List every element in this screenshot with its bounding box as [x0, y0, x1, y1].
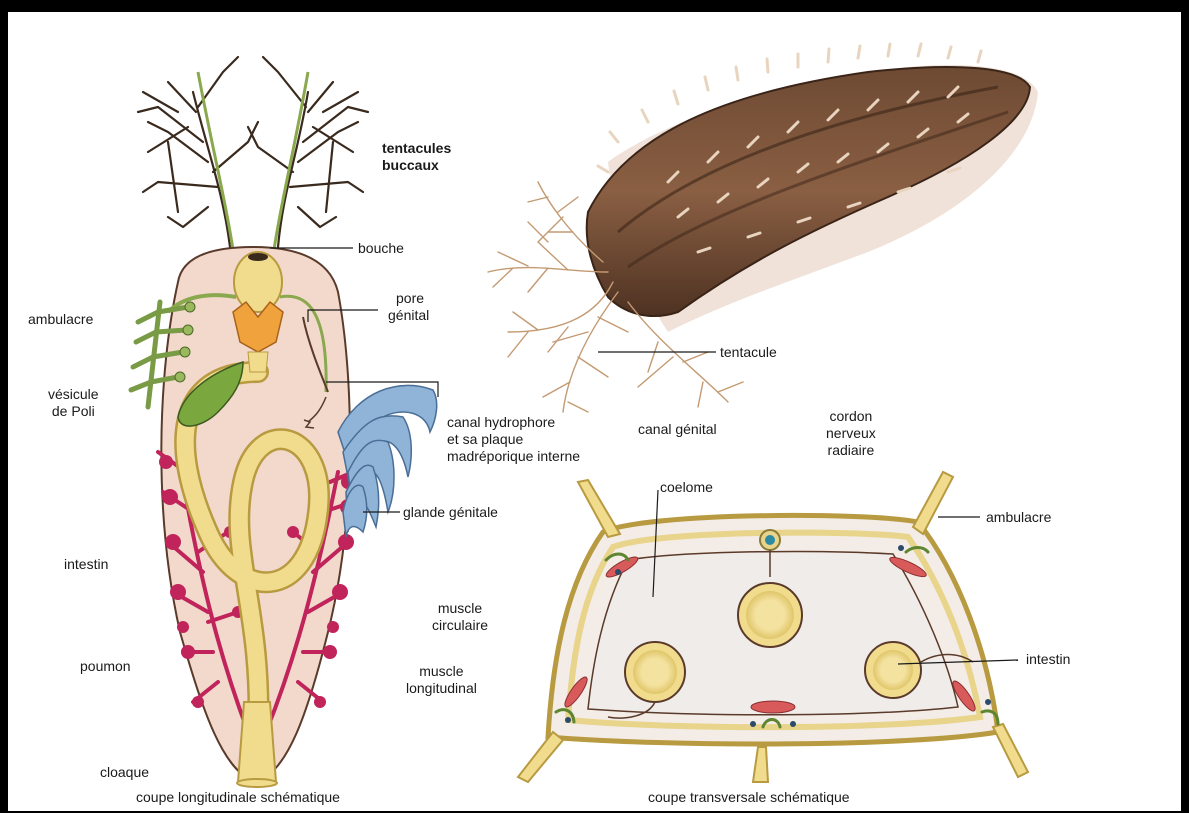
label-bouche: bouche	[358, 240, 404, 257]
diagram-artwork	[8, 12, 1181, 811]
label-glande-genitale: glande génitale	[403, 504, 498, 521]
label-line: madréporique interne	[447, 448, 580, 465]
label-line: circulaire	[432, 617, 488, 634]
label-muscle-longitudinal: muscle longitudinal	[406, 663, 477, 697]
label-line: nerveux	[826, 425, 876, 442]
label-line: de Poli	[48, 403, 99, 420]
label-intestin-right: intestin	[1026, 651, 1070, 668]
label-cloaque: cloaque	[100, 764, 149, 781]
label-ambulacre-left: ambulacre	[28, 311, 93, 328]
diagram-frame: tentacules buccaux bouche pore génital a…	[8, 12, 1181, 811]
label-tentacules-buccaux: tentacules buccaux	[382, 140, 451, 174]
label-pore-genital: pore génital	[388, 290, 429, 324]
label-poumon: poumon	[80, 658, 131, 675]
caption-longitudinal: coupe longitudinale schématique	[136, 789, 340, 806]
label-tentacule: tentacule	[720, 344, 777, 361]
label-line: canal hydrophore	[447, 414, 580, 431]
buccal-tentacles	[138, 57, 368, 247]
label-ambulacre-right: ambulacre	[986, 509, 1051, 526]
label-line: muscle	[432, 600, 488, 617]
label-canal-genital: canal génital	[638, 421, 717, 438]
label-line: muscle	[406, 663, 477, 680]
label-coelome: coelome	[660, 479, 713, 496]
label-line: vésicule	[48, 386, 99, 403]
label-line: cordon	[826, 408, 876, 425]
label-canal-hydrophore: canal hydrophore et sa plaque madréporiq…	[447, 414, 580, 465]
label-cordon-nerveux: cordon nerveux radiaire	[826, 408, 876, 459]
label-line: buccaux	[382, 157, 451, 174]
label-line: tentacules	[382, 140, 451, 157]
label-line: longitudinal	[406, 680, 477, 697]
label-muscle-circulaire: muscle circulaire	[432, 600, 488, 634]
label-intestin-left: intestin	[64, 556, 108, 573]
transversal-section	[518, 472, 1028, 782]
label-line: génital	[388, 307, 429, 324]
label-line: et sa plaque	[447, 431, 580, 448]
label-line: pore	[388, 290, 429, 307]
label-line: radiaire	[826, 442, 876, 459]
caption-transversal: coupe transversale schématique	[648, 789, 850, 806]
label-vesicule-de-poli: vésicule de Poli	[48, 386, 99, 420]
